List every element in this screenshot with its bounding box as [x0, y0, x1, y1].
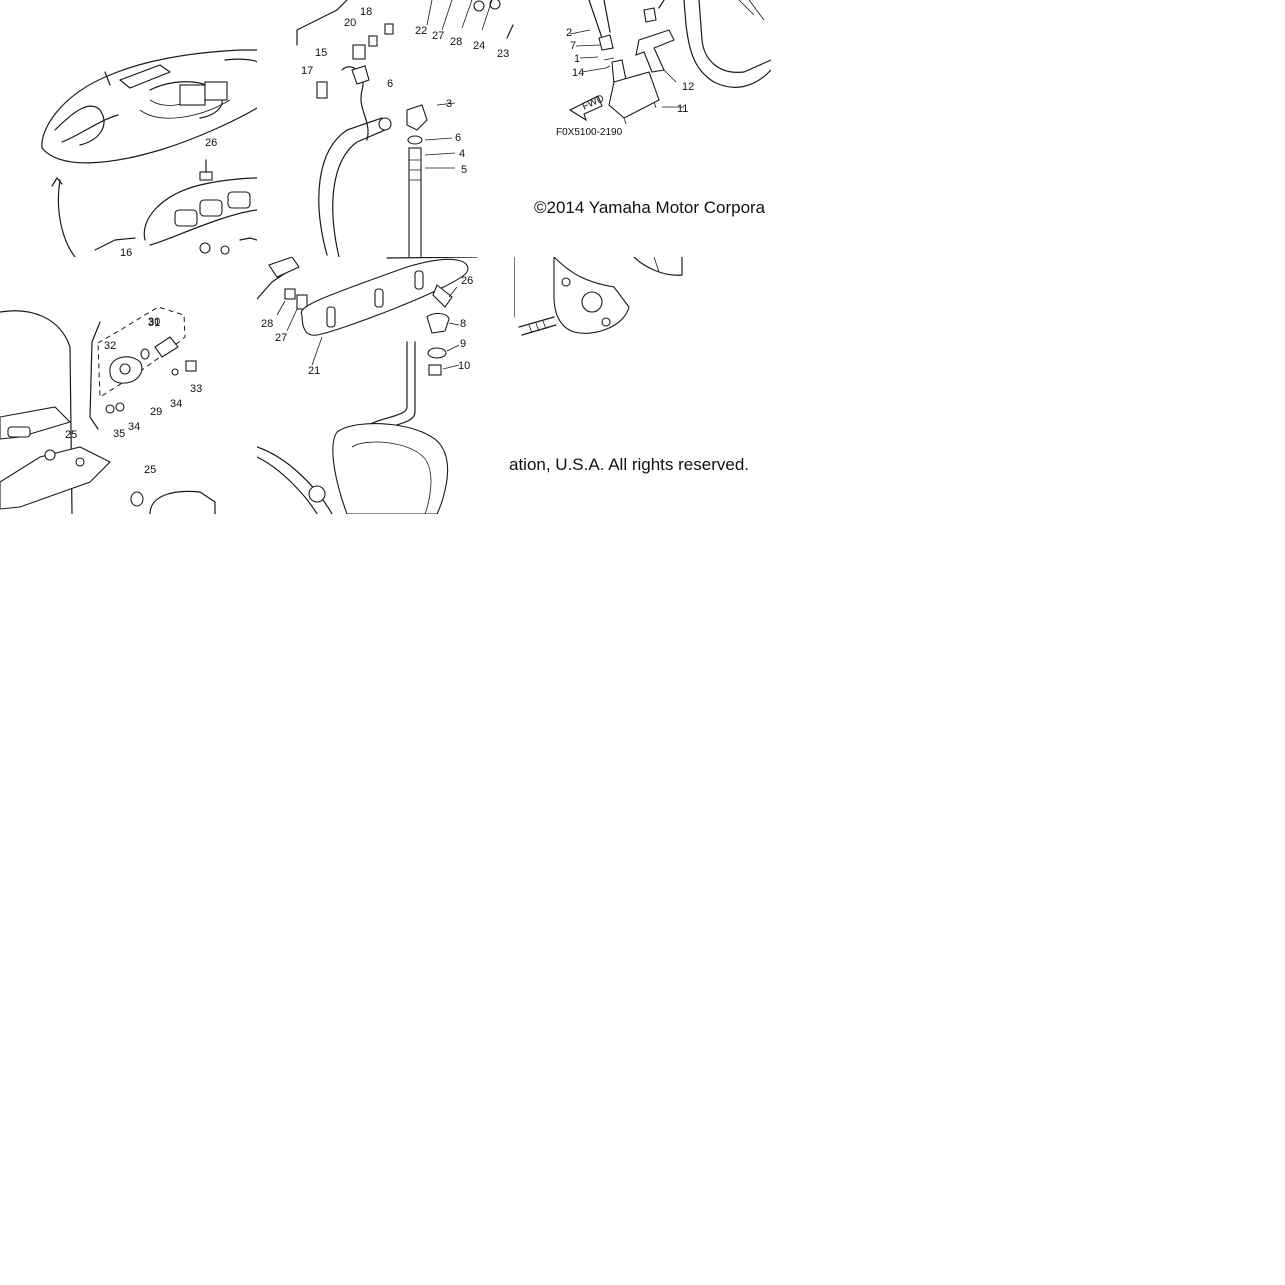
callout-15: 15 [315, 47, 327, 59]
watercraft-drawing: 26 16 [41, 49, 257, 257]
callout-18: 18 [360, 6, 372, 18]
part-code: F0X5100-2190 [556, 127, 623, 138]
bolt-26-drawing [199, 159, 213, 181]
callout-17: 17 [301, 65, 313, 77]
callout-23: 23 [497, 48, 509, 60]
callout-22: 22 [415, 25, 427, 37]
callout-19a: 19 [382, 0, 394, 2]
diagram-tile-sensor-group: 31 30 32 29 34 33 35 34 25 25 [0, 257, 257, 514]
callout-4: 4 [459, 148, 465, 160]
callout-33: 33 [190, 383, 202, 395]
diagram-tile-breather-box: FWD 2 7 1 14 12 11 F0X5100-2190 [514, 0, 771, 257]
diagram-tile-jet-housing [514, 257, 771, 514]
callout-25b: 25 [144, 464, 156, 476]
callout-3: 3 [446, 98, 452, 110]
diagram-tile-watercraft-overview: 26 16 [0, 0, 257, 257]
diagram-tile-outlet-labels: 28 27 21 26 8 9 10 [257, 257, 514, 514]
callout-21: 21 [308, 365, 320, 377]
callout-32: 32 [104, 340, 116, 352]
callout-6b: 6 [455, 132, 461, 144]
callout-10: 10 [458, 360, 470, 372]
fwd-arrow: FWD [568, 93, 606, 122]
callout-6a: 6 [387, 78, 393, 90]
callout-30: 30 [148, 316, 160, 328]
callout-16: 16 [120, 247, 132, 257]
callout-5: 5 [461, 164, 467, 176]
callout-34a: 34 [170, 398, 182, 410]
hose-assembly-drawing: 19 18 22 27 28 24 23 20 15 17 6 3 6 4 5 [296, 0, 514, 257]
callout-26: 26 [205, 137, 217, 149]
callout-7: 7 [570, 40, 576, 52]
copyright-line-1: ©2014 Yamaha Motor Corpora [534, 198, 766, 217]
callout-26b: 26 [461, 275, 473, 287]
callout-14: 14 [572, 67, 584, 79]
callout-9: 9 [460, 338, 466, 350]
breather-box-drawing: FWD 2 7 1 14 12 11 F0X5100-2190 [556, 0, 771, 138]
callout-29: 29 [150, 406, 162, 418]
callout-8: 8 [460, 318, 466, 330]
copyright-line-2: ation, U.S.A. All rights reserved. [509, 455, 749, 474]
outlet-labels-layer: 28 27 21 26 8 9 10 [261, 275, 473, 377]
sensor-group-drawing: 31 30 32 29 34 33 35 34 25 25 [0, 306, 216, 514]
outlet-plate-drawing: 13 [257, 257, 478, 514]
diagram-tile-outlet-plate: 13 [257, 257, 514, 514]
callout-28b: 28 [261, 318, 273, 330]
callout-27b: 27 [275, 332, 287, 344]
callout-1: 1 [574, 53, 580, 65]
callout-12: 12 [682, 81, 694, 93]
diagram-tile-hose-assembly: 19 18 22 27 28 24 23 20 15 17 6 3 6 4 5 [257, 0, 514, 257]
callout-27: 27 [432, 30, 444, 42]
callout-34b: 34 [128, 421, 140, 433]
callout-20: 20 [344, 17, 356, 29]
callout-24: 24 [473, 40, 485, 52]
callout-31: 31 [148, 317, 160, 329]
callout-2: 2 [566, 27, 572, 39]
jet-housing-drawing [514, 257, 683, 336]
callout-25a: 25 [65, 429, 77, 441]
callout-11: 11 [677, 103, 688, 115]
callout-35: 35 [113, 428, 125, 440]
callout-28: 28 [450, 36, 462, 48]
